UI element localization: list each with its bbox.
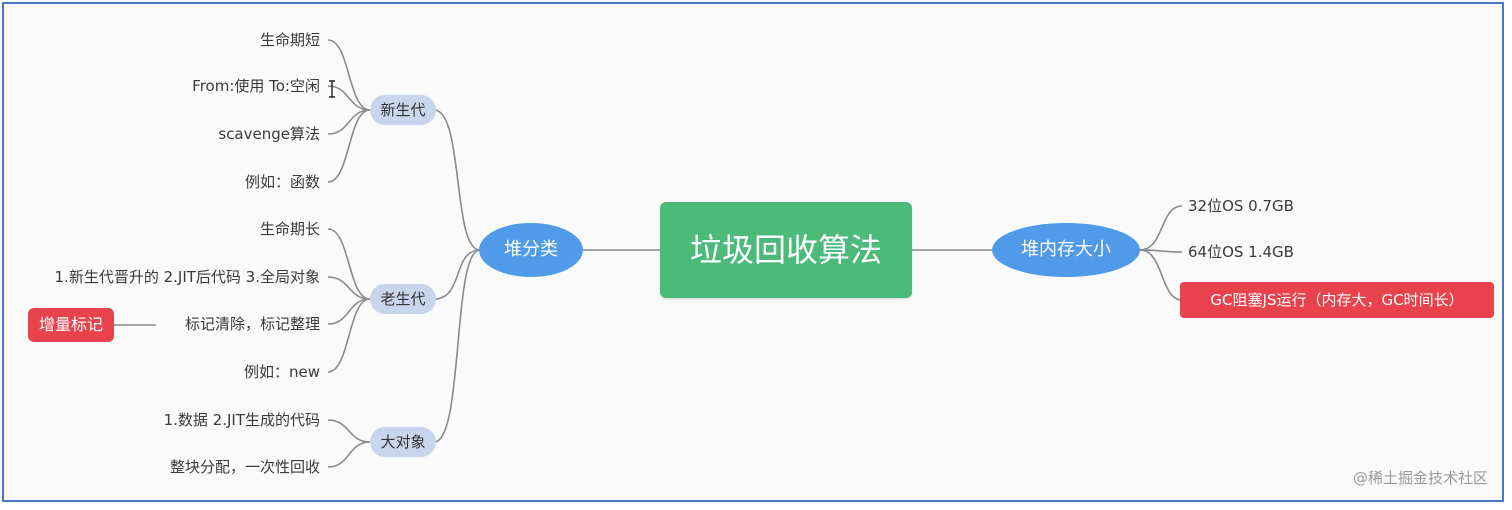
edge-young-4 [327, 109, 371, 183]
watermark: @稀土掘金技术社区 [1352, 469, 1488, 487]
edge-young-1 [327, 39, 371, 111]
edge-large-2 [327, 441, 371, 468]
branch-heap-classification[interactable]: 堆分类 [479, 223, 583, 277]
edge-old-2 [327, 276, 371, 300]
leaf-young-from-to[interactable]: From:使用 To:空闲 [192, 77, 320, 95]
leaf-old-example[interactable]: 例如：new [243, 363, 320, 381]
leaf-young-lifetime[interactable]: 生命期短 [259, 31, 320, 49]
edge-heap-class-old [433, 249, 481, 300]
root-node[interactable]: 垃圾回收算法 [660, 202, 912, 298]
leaf-young-example[interactable]: 例如：函数 [244, 173, 320, 191]
edge-old-4 [327, 298, 371, 373]
edge-heap-class-young [433, 109, 481, 251]
leaf-large-data[interactable]: 1.数据 2.JIT生成的代码 [163, 411, 320, 429]
edge-size-3 [1139, 249, 1183, 301]
leaf-old-sources[interactable]: 1.新生代晋升的 2.JIT后代码 3.全局对象 [54, 268, 320, 286]
node-old-generation[interactable]: 老生代 [370, 284, 436, 314]
edge-old-3 [327, 298, 371, 325]
mindmap-canvas: 垃圾回收算法 堆分类 新生代 老生代 大对象 生命期短 From:使用 To:空… [2, 2, 1504, 502]
leaf-old-lifetime[interactable]: 生命期长 [259, 220, 320, 238]
leaf-size-64bit[interactable]: 64位OS 1.4GB [1188, 243, 1294, 261]
branch-heap-size[interactable]: 堆内存大小 [992, 223, 1140, 277]
edge-heap-class-large [433, 249, 481, 443]
text-cursor-icon [329, 80, 335, 98]
leaf-young-scavenge[interactable]: scavenge算法 [218, 125, 320, 143]
leaf-size-32bit[interactable]: 32位OS 0.7GB [1188, 197, 1294, 215]
leaf-gc-blocking[interactable]: GC阻塞JS运行（内存大，GC时间长） [1180, 282, 1494, 318]
edge-young-2 [327, 85, 371, 111]
leaf-old-mark-sweep[interactable]: 标记清除，标记整理 [184, 315, 320, 333]
edge-large-1 [327, 419, 371, 443]
node-large-object[interactable]: 大对象 [370, 427, 436, 457]
edge-old-1 [327, 228, 371, 300]
edge-young-3 [327, 109, 371, 135]
node-young-generation[interactable]: 新生代 [370, 95, 436, 125]
leaf-large-allocation[interactable]: 整块分配，一次性回收 [169, 458, 320, 476]
tag-incremental-marking[interactable]: 增量标记 [28, 308, 114, 342]
edge-size-1 [1139, 205, 1183, 251]
edge-size-2 [1139, 249, 1183, 253]
connector-lines [114, 39, 1183, 468]
